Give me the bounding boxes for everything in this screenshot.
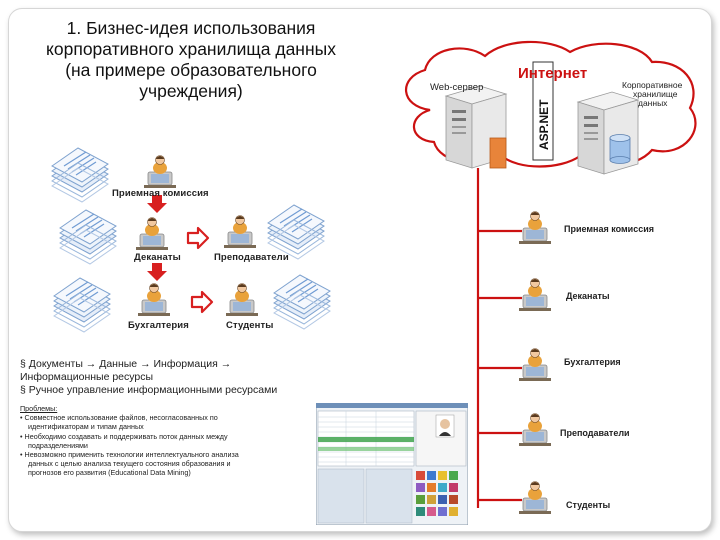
person-icon <box>518 278 552 312</box>
node-label-dekanaty: Деканаты <box>566 291 610 301</box>
problem-line: подразделениями <box>28 440 88 450</box>
bullet-list: § Документы → Данные → Информация → Инфо… <box>20 358 320 397</box>
problems-block: Проблемы: • Совместное использование фай… <box>20 404 320 478</box>
problem-line: • Необходимо создавать и поддерживать по… <box>20 431 228 441</box>
person-icon <box>225 283 259 317</box>
person-icon <box>518 348 552 382</box>
title-line-4: учреждения) <box>139 81 243 101</box>
right-arrow-icon <box>186 226 210 250</box>
document-stack-icon <box>53 277 111 333</box>
problem-line: идентификаторам и типам данных <box>28 422 144 432</box>
label-priemnaya: Приемная комиссия <box>112 188 209 199</box>
down-arrow-icon <box>147 263 167 281</box>
asp-net-box <box>532 61 554 161</box>
person-icon <box>518 481 552 515</box>
person-icon <box>223 215 257 249</box>
person-icon <box>137 283 171 317</box>
person-icon <box>135 217 169 251</box>
title-line-2: корпоративного хранилища данных <box>46 39 336 59</box>
label-dekanaty: Деканаты <box>134 252 181 263</box>
person-icon <box>143 155 177 189</box>
document-stack-icon <box>273 274 331 330</box>
document-stack-icon <box>267 204 325 260</box>
network-lines <box>476 168 522 508</box>
bullet-line: Информационные ресурсы <box>20 371 154 383</box>
problem-line: • Невозможно применить технологии интелл… <box>20 450 239 460</box>
problem-line: прогнозов его развития (Educational Data… <box>28 468 191 478</box>
node-label-priemnaya: Приемная комиссия <box>564 224 654 234</box>
warehouse-label-line-2: хранилище <box>633 89 678 99</box>
right-arrow-icon <box>190 290 214 314</box>
person-icon <box>518 413 552 447</box>
document-stack-icon <box>59 209 117 265</box>
label-prepodavateli: Преподаватели <box>214 252 289 263</box>
database-icon <box>609 134 631 164</box>
node-label-studenty: Студенты <box>566 500 611 510</box>
bullet-line: § Документы → Данные → Информация → <box>20 358 232 370</box>
title-line-3: (на примере образовательного <box>65 60 317 80</box>
document-stack-icon <box>51 147 109 203</box>
web-server-label: Web-сервер <box>430 82 483 93</box>
left-workflow-diagram <box>51 147 331 333</box>
bullet-line: § Ручное управление информационными ресу… <box>20 384 278 396</box>
label-studenty: Студенты <box>226 320 274 331</box>
asp-net-label: ASP.NET <box>537 99 551 150</box>
label-buhgalteria: Бухгалтерия <box>128 320 189 331</box>
problems-heading: Проблемы: <box>20 404 58 413</box>
right-network-diagram: ASP.NET Интернет Web-сервер Корпоративно… <box>405 40 697 515</box>
slide-title: 1. Бизнес-идея использования корпоративн… <box>28 18 354 102</box>
problem-line: • Совместное использование файлов, несог… <box>20 413 218 423</box>
person-icon <box>518 211 552 245</box>
warehouse-label-line-3: данных <box>638 98 668 108</box>
node-label-buhgalteria: Бухгалтерия <box>564 357 621 367</box>
web-server-panel <box>489 137 507 169</box>
warehouse-label-line-1: Корпоративное <box>622 80 683 90</box>
problem-line: данных с целью анализа текущего состояни… <box>28 459 231 469</box>
title-line-1: 1. Бизнес-идея использования <box>66 18 316 38</box>
application-screenshot-image <box>316 403 468 525</box>
node-label-prepodavateli: Преподаватели <box>560 428 630 438</box>
internet-label: Интернет <box>518 65 587 82</box>
